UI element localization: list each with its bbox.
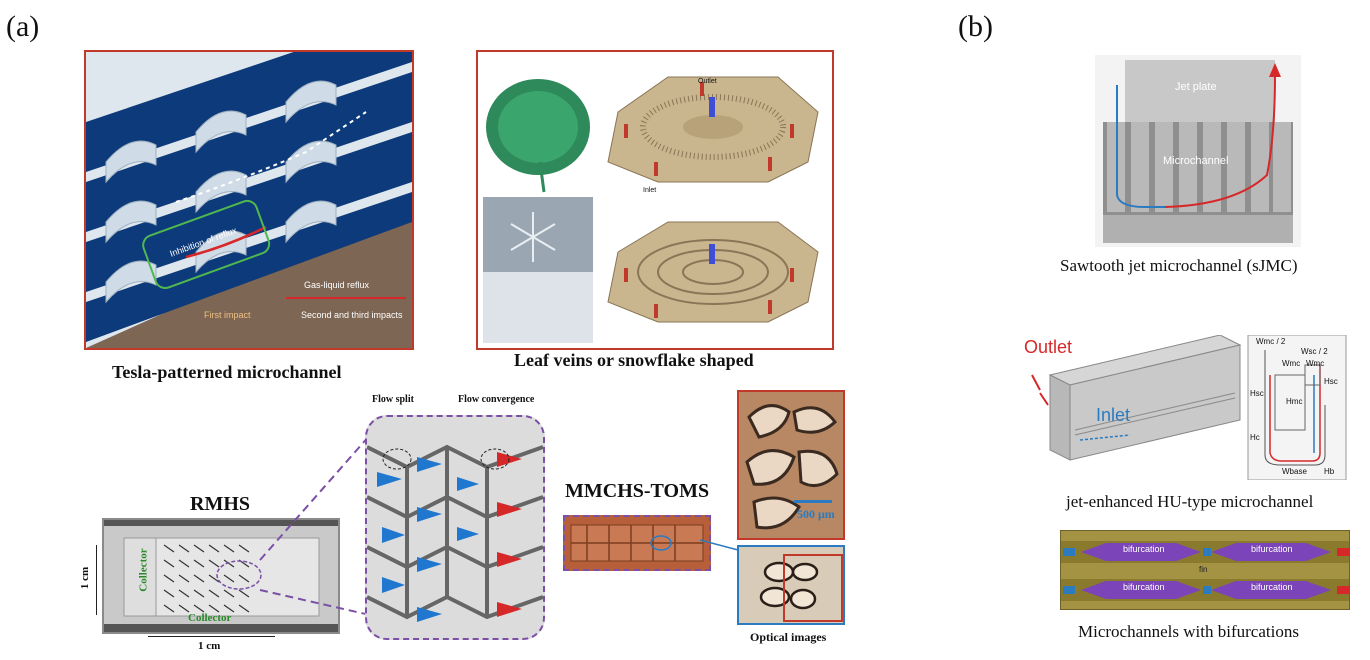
leaf-inlet-label: Inlet (643, 187, 657, 194)
mmchs-connector (700, 539, 739, 551)
leaf-outlet-label: Outlet (698, 78, 717, 85)
tesla-legend-gas-liquid-line (286, 297, 406, 299)
mmchs-device (563, 515, 711, 571)
hu-dim-5: Hsc (1250, 389, 1264, 398)
bif-label-4: bifurcation (1251, 582, 1293, 592)
mmchs-title: MMCHS-TOMS (565, 480, 710, 502)
bif-fin-label: fin (1199, 565, 1208, 574)
hu-dim-7: Hc (1250, 433, 1260, 442)
hu-caption: jet-enhanced HU-type microchannel (1066, 492, 1314, 511)
leaf-caption: Leaf veins or snowflake shaped (514, 350, 754, 370)
optical-image-bottom (737, 545, 845, 625)
rmhs-collector-bottom: Collector (188, 612, 232, 624)
flow-convergence-label: Flow convergence (458, 394, 535, 405)
rmhs-plate: Collector Collector (102, 518, 340, 634)
rmhs-zoom-connector (259, 434, 371, 616)
hu-figure: Outlet Inlet Wmc / 2 Wsc / 2 Wmc Wmc Hmc… (1020, 335, 1350, 480)
leaf-figure: Outlet Inlet (476, 50, 834, 350)
bif-figure: bifurcation bifurcation bifurcation bifu… (1060, 530, 1350, 610)
rmhs-dim-horizontal: 1 cm (198, 640, 221, 652)
rmhs-zoom-network (365, 415, 545, 640)
rmhs-dim-horizontal-line (148, 636, 275, 637)
hu-inlet-label: Inlet (1096, 405, 1131, 425)
hu-outlet-label: Outlet (1024, 337, 1073, 357)
hu-dim-0: Wmc / 2 (1256, 337, 1286, 346)
hu-dim-3: Wmc (1306, 359, 1325, 368)
tesla-legend-first: First impact (204, 310, 251, 320)
hu-dim-9: Hb (1324, 467, 1335, 476)
panel-a-label: (a) (6, 10, 40, 43)
flow-split-label: Flow split (372, 394, 414, 405)
tesla-legend-gas-liquid: Gas-liquid reflux (304, 280, 370, 290)
mmchs-scale-label: 500 μm (797, 507, 835, 521)
rmhs-title: RMHS (190, 493, 250, 515)
rmhs-dim-vertical: 1 cm (79, 566, 92, 590)
sjmc-microchannel-label: Microchannel (1163, 155, 1229, 167)
sjmc-figure: Jet plate Microchannel (1095, 55, 1301, 247)
tesla-figure: Inhibition of reflux Gas-liquid reflux F… (84, 50, 414, 350)
hu-dim-1: Wsc / 2 (1301, 347, 1328, 356)
hu-dim-2: Wmc (1282, 359, 1301, 368)
bif-label-3: bifurcation (1123, 582, 1165, 592)
rmhs-collector-top: Collector (137, 548, 150, 592)
rmhs-dim-vertical-line (96, 545, 97, 615)
bif-caption: Microchannels with bifurcations (1078, 622, 1299, 641)
sjmc-caption: Sawtooth jet microchannel (sJMC) (1060, 256, 1298, 275)
tesla-legend-second: Second and third impacts (301, 310, 403, 320)
bif-label-1: bifurcation (1123, 544, 1165, 554)
sjmc-jet-plate-label: Jet plate (1175, 81, 1217, 93)
hu-dim-4: Hmc (1286, 397, 1303, 406)
hu-dim-8: Wbase (1282, 467, 1307, 476)
bif-label-2: bifurcation (1251, 544, 1293, 554)
tesla-caption: Tesla-patterned microchannel (112, 362, 342, 382)
panel-b-label: (b) (958, 10, 993, 43)
optical-caption: Optical images (750, 630, 827, 644)
leaf-illustration (483, 76, 819, 343)
hu-dim-6: Hsc (1324, 377, 1338, 386)
optical-image-top: 500 μm (737, 390, 845, 540)
tesla-illustration (86, 52, 412, 348)
